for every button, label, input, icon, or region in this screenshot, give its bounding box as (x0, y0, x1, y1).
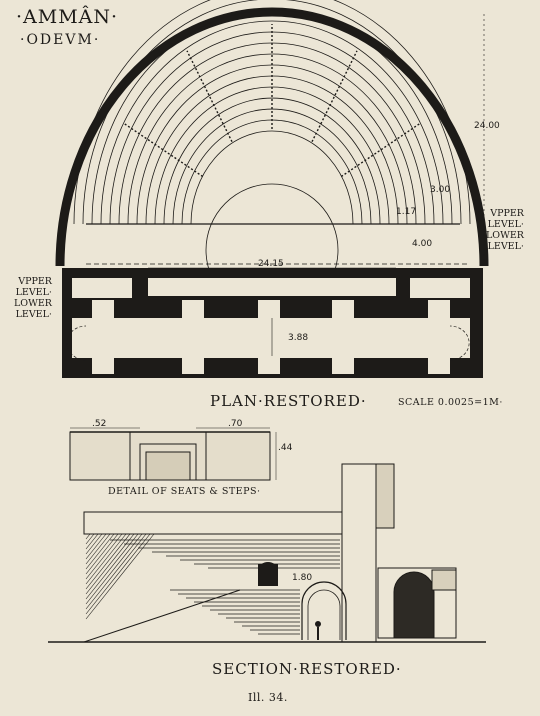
plan-caption: PLAN·RESTORED· (210, 392, 367, 410)
wall-hatch (85, 533, 91, 540)
level-right-upper: VPPER (490, 208, 524, 219)
seat-row (82, 0, 462, 225)
seat-row (100, 20, 444, 225)
wall-hatch (85, 533, 135, 595)
wall-hatch (85, 533, 103, 555)
plan-drawing (55, 0, 489, 378)
outer-wall (55, 7, 489, 267)
detail-dim-height: .44 (278, 443, 293, 453)
radial-stair (124, 123, 204, 178)
level-left-upper-2: LEVEL· (15, 287, 52, 298)
radial-stairs (124, 24, 420, 178)
wall-hatch (85, 533, 95, 545)
detail-caption: DETAIL OF SEATS & STEPS· (108, 486, 261, 497)
seat-row (127, 53, 417, 225)
detail-dim-left: .52 (92, 419, 107, 429)
section-caption: SECTION·RESTORED· (212, 660, 402, 678)
section-drawing (48, 463, 486, 643)
seat-row (73, 0, 471, 225)
radial-stair (340, 123, 420, 178)
plan-dim-small-3: 3.00 (430, 185, 451, 195)
wall-hatch (85, 533, 127, 585)
plan-dim-height: 24.00 (474, 121, 500, 131)
level-left-upper: VPPER (18, 276, 52, 287)
level-left-lower-2: LEVEL· (15, 309, 52, 320)
figure-number: Ill. 34. (248, 691, 288, 704)
seat-row (172, 108, 372, 225)
levels-left: VPPER LEVEL· LOWER LEVEL· (14, 276, 52, 320)
radial-stair (186, 50, 233, 143)
radial-stair (311, 50, 358, 143)
wall-hatch (85, 533, 123, 580)
level-left-lower: LOWER (14, 298, 52, 309)
wall-hatch (85, 533, 99, 550)
plan-dim-small-2: 4.00 (412, 239, 433, 249)
plan-dim-small-1: 1.17 (396, 207, 417, 217)
plate-title-place: ·AMMÂN· (16, 6, 119, 28)
wall-hatch (85, 533, 151, 615)
level-right-upper-2: LEVEL· (487, 219, 524, 230)
wall-hatch (85, 533, 143, 605)
wall-hatch (85, 533, 107, 560)
wall-hatch (85, 533, 131, 590)
plan-dim-aisle: 3.88 (288, 333, 309, 343)
wall-hatch (85, 533, 115, 570)
level-right-lower: LOWER (486, 230, 524, 241)
level-right-lower-2: LEVEL· (487, 241, 524, 252)
wall-hatch (85, 533, 139, 600)
section-dim: 1.80 (292, 573, 313, 583)
seat-row (190, 130, 354, 225)
plan-dim-width: 24.15 (258, 259, 284, 269)
wall-hatch (85, 533, 147, 610)
plan-scale: SCALE 0.0025=1M· (398, 397, 503, 408)
detail-dim-right: .70 (228, 419, 243, 429)
seat-row (118, 42, 426, 225)
detail-drawing (69, 427, 277, 481)
plate-title-building: ·ODEVM· (20, 32, 101, 48)
seating-rows (73, 0, 471, 225)
wall-hatch (85, 533, 111, 565)
levels-right: VPPER LEVEL· LOWER LEVEL· (486, 208, 524, 252)
wall-hatch (85, 533, 119, 575)
seat-row (163, 97, 381, 225)
seat-row (91, 9, 453, 225)
